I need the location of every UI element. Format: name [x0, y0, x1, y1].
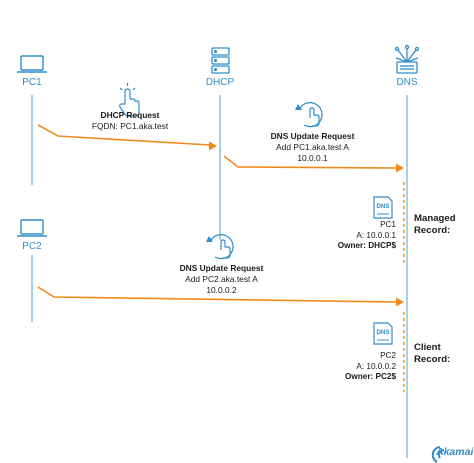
managed-record-details: PC1 A: 10.0.0.1 Owner: DHCP$	[318, 220, 396, 252]
network-cloud-icon	[394, 44, 420, 74]
client-record-label-line1: Client	[414, 342, 441, 353]
dns-update-2-title: DNS Update Request	[179, 263, 264, 273]
client-record-name: PC2	[380, 351, 396, 360]
laptop-icon	[17, 55, 47, 73]
dhcp-request-arrow	[37, 124, 211, 146]
dhcp-request-title: DHCP Request	[100, 110, 160, 120]
dns-update-2-arrowhead	[396, 297, 404, 307]
client-record-owner: Owner: PC2$	[345, 372, 396, 381]
dns-update-1-record: Add PC1.aka.test A	[276, 142, 349, 152]
managed-record-label: Managed Record:	[414, 213, 456, 237]
client-record-badge: DNS	[376, 329, 390, 336]
managed-record-label-line1: Managed	[414, 213, 456, 224]
client-record-details: PC2 A: 10.0.0.2 Owner: PC2$	[318, 351, 396, 383]
dns-update-2-ip: 10.0.0.2	[206, 285, 237, 295]
managed-record-owner: Owner: DHCP$	[337, 241, 396, 250]
managed-record-label-line2: Record:	[414, 225, 451, 236]
dns-update-1-arrowhead	[396, 163, 404, 173]
dhcp-request-fqdn: FQDN: PC1.aka.test	[91, 121, 169, 131]
managed-record-badge: DNS	[376, 203, 390, 210]
pc2-label: PC2	[22, 241, 42, 252]
refresh-hand-icon	[295, 102, 323, 128]
dns-label: DNS	[396, 77, 418, 88]
dns-update-1-message: DNS Update Request Add PC1.aka.test A 10…	[255, 131, 370, 164]
dns-update-2-record: Add PC2.aka.test A	[185, 274, 258, 284]
dns-record-icon	[373, 196, 393, 219]
server-icon	[211, 47, 230, 74]
dhcp-label: DHCP	[205, 77, 235, 88]
dhcp-request-arrowhead	[209, 141, 217, 151]
dns-update-1-ip: 10.0.0.1	[297, 153, 328, 163]
dns-update-1-arrow	[223, 155, 398, 169]
client-record-a: A: 10.0.0.2	[356, 361, 396, 371]
dns-record-icon	[373, 322, 393, 345]
dns-update-2-arrow	[37, 286, 398, 303]
managed-record-a: A: 10.0.0.1	[356, 230, 396, 240]
client-record-label: Client Record:	[414, 342, 450, 366]
refresh-hand-icon	[206, 234, 234, 260]
akamai-logo-icon	[431, 446, 445, 463]
laptop-icon	[17, 219, 47, 237]
akamai-logo: Akamai	[436, 446, 474, 458]
dhcp-request-message: DHCP Request FQDN: PC1.aka.test	[70, 110, 190, 132]
dns-update-1-title: DNS Update Request	[270, 131, 355, 141]
client-record-label-line2: Record:	[414, 354, 451, 365]
pc1-label: PC1	[22, 77, 42, 88]
managed-record-name: PC1	[380, 220, 396, 229]
dns-update-2-message: DNS Update Request Add PC2.aka.test A 10…	[164, 263, 279, 296]
hand-click-icon	[119, 83, 140, 117]
